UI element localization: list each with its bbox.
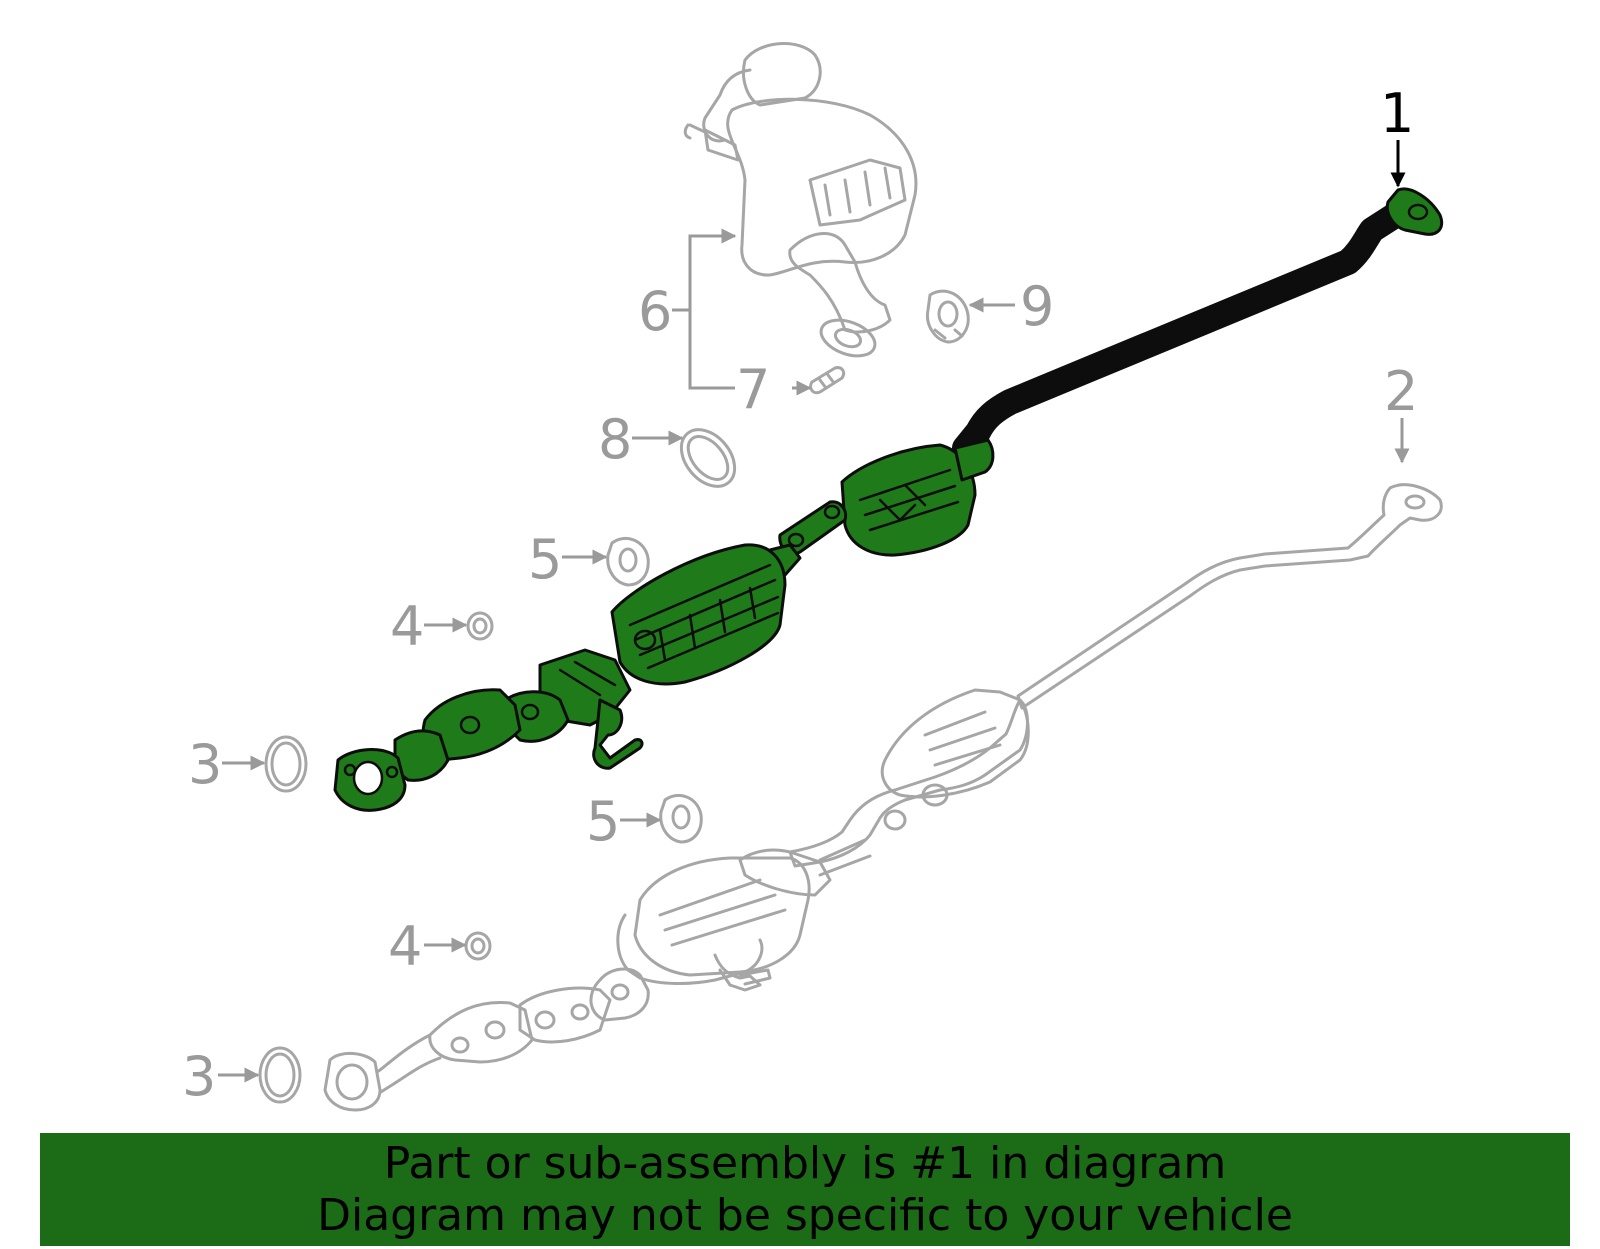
callout-5-upper: 5 [528,528,562,591]
callout-4-upper: 4 [390,595,424,658]
disclaimer-banner: Part or sub-assembly is #1 in diagram Di… [40,1133,1570,1246]
hanger-9 [925,289,970,344]
hanger-5-lower [659,794,703,844]
banner-line-1: Part or sub-assembly is #1 in diagram [383,1138,1227,1189]
gasket-8 [679,428,737,488]
reference-exhaust-pipe [323,483,1443,1112]
callout-7: 7 [736,358,770,421]
callout-8: 8 [598,408,632,471]
callout-3-upper: 3 [188,733,222,796]
callout-6: 6 [638,280,672,343]
callout-1: 1 [1380,82,1414,145]
exhaust-pipe-part-1[interactable] [333,187,1444,812]
leader-lines [218,140,1410,1083]
callout-3-lower: 3 [182,1045,216,1108]
callout-5-lower: 5 [586,790,620,853]
muffler-assembly [683,42,918,358]
nut-4-lower [464,931,492,961]
gasket-3-upper [264,735,308,793]
nut-4-upper [466,611,494,641]
stud-7 [809,366,846,395]
hanger-5-upper [606,537,650,587]
gasket-3-lower [258,1046,302,1104]
banner-line-2: Diagram may not be specific to your vehi… [317,1190,1293,1241]
callout-4-lower: 4 [388,915,422,978]
callout-9: 9 [1020,275,1054,338]
callout-numbers: 1 2 9 6 7 8 5 4 3 5 4 3 [182,82,1418,1108]
callout-2: 2 [1384,360,1418,423]
